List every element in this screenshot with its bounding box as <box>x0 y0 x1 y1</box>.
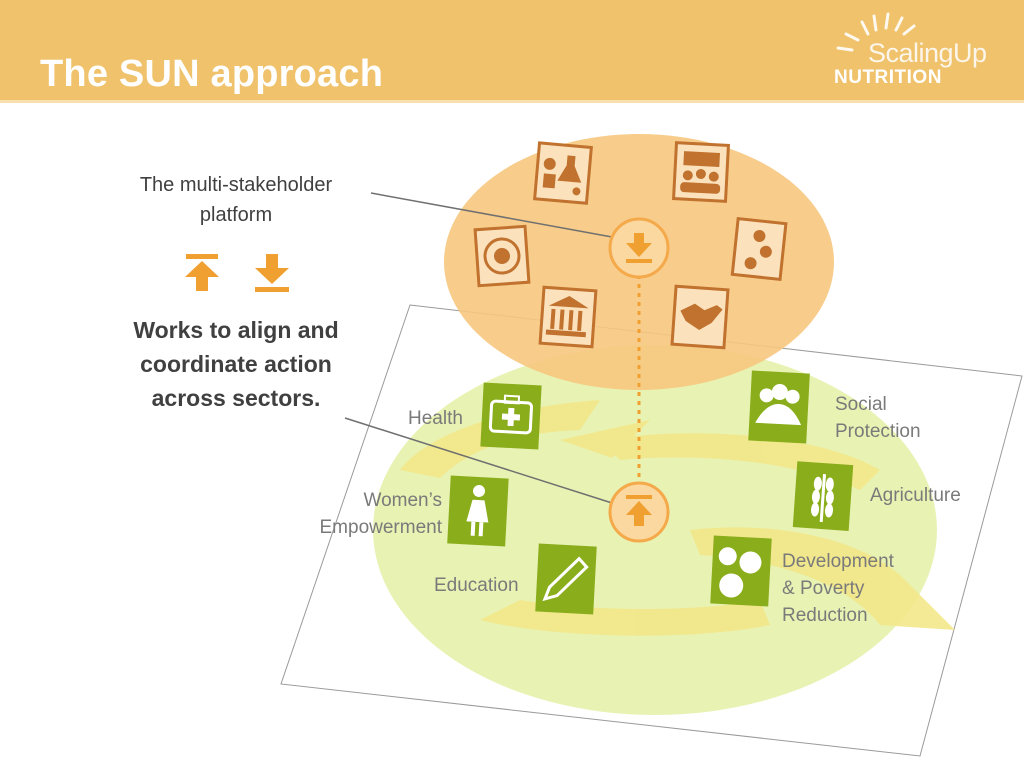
upload-arrow-icon <box>185 254 219 291</box>
sector-label-health: Health <box>408 408 463 429</box>
sectors-connector-line <box>344 417 613 504</box>
sectors-upload-circle-icon <box>608 481 670 543</box>
header-divider <box>0 100 1024 103</box>
base-plane <box>280 304 1023 757</box>
platform-label: The multi-stakeholder platform <box>139 174 333 226</box>
sector-label-agriculture: Agriculture <box>870 485 961 506</box>
works-description: Works to align and coordinate action acr… <box>133 317 339 411</box>
united-nations-icon <box>473 224 531 288</box>
sector-label-womens-empowerment: Women’s Empowerment <box>319 490 443 538</box>
agriculture-wheat-icon <box>792 461 854 531</box>
handshake-icon <box>670 284 730 350</box>
coins-icon <box>730 217 788 282</box>
womens-empowerment-woman-icon <box>447 475 509 547</box>
sun-rays-icon <box>836 12 916 52</box>
page-title: The SUN approach <box>40 53 384 95</box>
platform-connector-line <box>370 192 613 238</box>
science-lab-icon <box>533 141 593 205</box>
scaling-up-nutrition-logo: ScalingUp NUTRITION <box>832 12 1017 92</box>
sector-label-social-protection: Social Protection <box>835 394 921 442</box>
development-coins-icon <box>710 535 772 607</box>
social-protection-people-icon <box>748 370 810 444</box>
people-group-icon <box>671 141 731 203</box>
health-kit-icon <box>480 382 542 450</box>
sector-label-education: Education <box>434 575 519 596</box>
government-building-icon <box>538 285 598 349</box>
platform-download-circle-icon <box>608 217 670 279</box>
education-pencil-icon <box>535 543 597 615</box>
download-arrow-icon <box>255 254 289 292</box>
sector-label-development: Development & Poverty Reduction <box>782 551 894 626</box>
logo-nutrition-text: NUTRITION <box>834 67 942 88</box>
logo-scalingup-text: ScalingUp <box>868 38 987 68</box>
